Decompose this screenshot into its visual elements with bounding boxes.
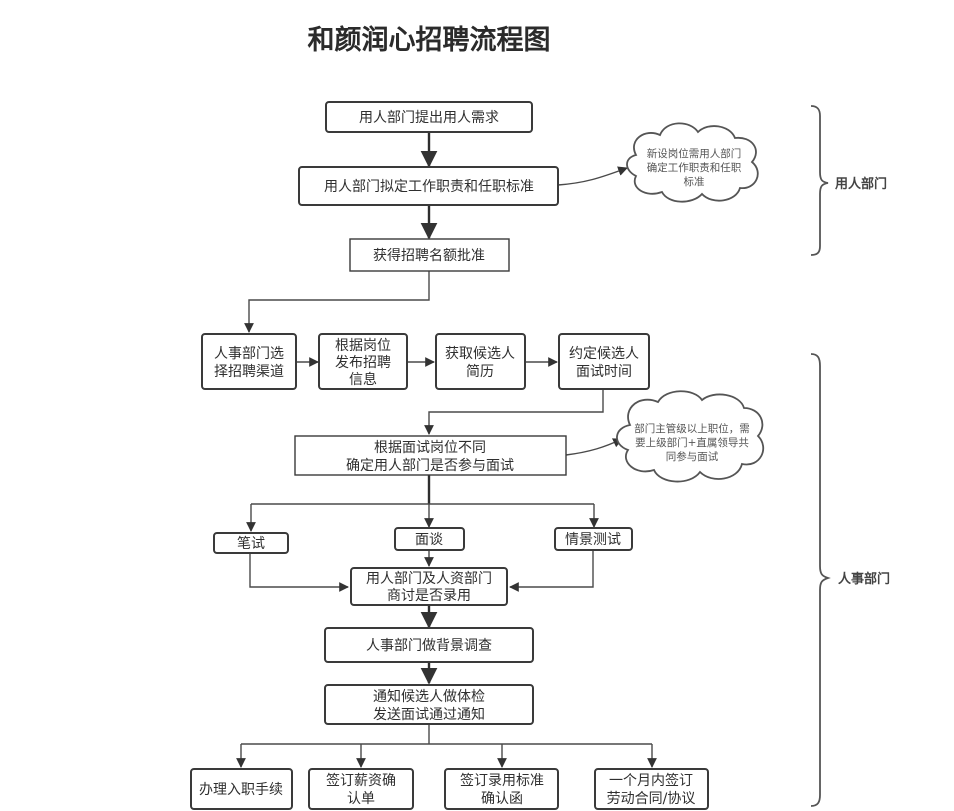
node-label: 获得招聘名额批准	[373, 247, 485, 264]
node-label: 通知候选人做体检	[373, 688, 485, 705]
page-title: 和颜润心招聘流程图	[308, 24, 551, 56]
node-label: 面试时间	[576, 364, 632, 380]
node-n11[interactable]: 情景测试	[554, 527, 633, 551]
node-n9[interactable]: 笔试	[213, 532, 289, 554]
edge-n9-n12	[249, 553, 349, 592]
node-label: 用人部门提出用人需求	[359, 110, 499, 126]
node-n12[interactable]: 用人部门及人资部门 商讨是否录用	[350, 567, 508, 606]
note-text: 标准	[684, 176, 705, 188]
node-label: 确定用人部门是否参与面试	[346, 457, 514, 474]
node-n2[interactable]: 用人部门拟定工作职责和任职标准	[298, 166, 559, 206]
group-brace-1: 用人部门	[810, 105, 887, 256]
note-text: 同参与面试	[666, 450, 719, 463]
group-label: 用人部门	[834, 176, 887, 192]
node-label: 信息	[349, 371, 377, 388]
edge-n7-n8	[424, 389, 604, 435]
node-label: 面谈	[415, 532, 443, 548]
node-n6[interactable]: 获取候选人 简历	[435, 333, 526, 390]
node-label: 人事部门做背景调查	[366, 638, 492, 654]
node-label: 用人部门及人资部门	[366, 571, 492, 587]
group-label: 人事部门	[838, 571, 890, 587]
node-label: 办理入职手续	[199, 781, 283, 798]
edge-n2-note1	[557, 166, 628, 186]
node-n1[interactable]: 用人部门提出用人需求	[325, 101, 533, 133]
node-n15[interactable]: 办理入职手续	[190, 768, 293, 810]
node-label: 劳动合同/协议	[607, 791, 696, 807]
connectors	[236, 132, 657, 768]
node-label: 发送面试通过通知	[373, 706, 485, 723]
node-label: 约定候选人	[569, 346, 639, 362]
edge-n3-n4	[244, 271, 430, 333]
node-n13[interactable]: 人事部门做背景调查	[324, 627, 534, 663]
node-label: 用人部门拟定工作职责和任职标准	[324, 179, 534, 195]
node-n3[interactable]: 获得招聘名额批准	[349, 238, 510, 272]
node-n4[interactable]: 人事部门选 择招聘渠道	[201, 333, 297, 390]
node-label: 简历	[466, 363, 494, 380]
edge-n11-n12	[509, 551, 594, 592]
node-label: 确认函	[481, 791, 523, 807]
node-n18[interactable]: 一个月内签订 劳动合同/协议	[594, 768, 709, 810]
node-n8[interactable]: 根据面试岗位不同 确定用人部门是否参与面试	[294, 435, 567, 476]
edge-n8-note2	[565, 438, 623, 456]
note-cloud-2: 部门主管级以上职位，需 要上级部门+直属领导共 同参与面试	[616, 390, 764, 483]
note-cloud-1: 新设岗位需用人部门 确定工作职责和任职 标准	[626, 122, 759, 203]
node-label: 根据岗位	[335, 338, 391, 354]
node-label: 认单	[347, 791, 375, 807]
node-label: 签订薪资确	[326, 772, 396, 789]
node-label: 一个月内签订	[609, 772, 693, 789]
node-label: 签订录用标准	[460, 772, 544, 789]
note-text: 要上级部门+直属领导共	[635, 436, 749, 449]
note-text: 确定工作职责和任职	[647, 161, 742, 174]
node-label: 择招聘渠道	[214, 364, 284, 380]
note-text: 新设岗位需用人部门	[647, 147, 742, 160]
group-brace-2: 人事部门	[810, 353, 890, 807]
node-n16[interactable]: 签订薪资确 认单	[308, 768, 414, 810]
node-n7[interactable]: 约定候选人 面试时间	[558, 333, 650, 390]
node-n14[interactable]: 通知候选人做体检 发送面试通过通知	[324, 684, 534, 725]
node-label: 发布招聘	[335, 355, 391, 371]
node-label: 笔试	[237, 536, 265, 552]
node-n17[interactable]: 签订录用标准 确认函	[444, 768, 559, 810]
node-n5[interactable]: 根据岗位 发布招聘 信息	[318, 333, 408, 390]
node-n10[interactable]: 面谈	[394, 527, 465, 551]
node-label: 情景测试	[565, 532, 621, 548]
node-label: 获取候选人	[445, 346, 515, 362]
node-label: 商讨是否录用	[387, 588, 471, 604]
note-text: 部门主管级以上职位，需	[634, 422, 750, 435]
node-label: 根据面试岗位不同	[374, 440, 486, 456]
node-label: 人事部门选	[214, 346, 284, 362]
